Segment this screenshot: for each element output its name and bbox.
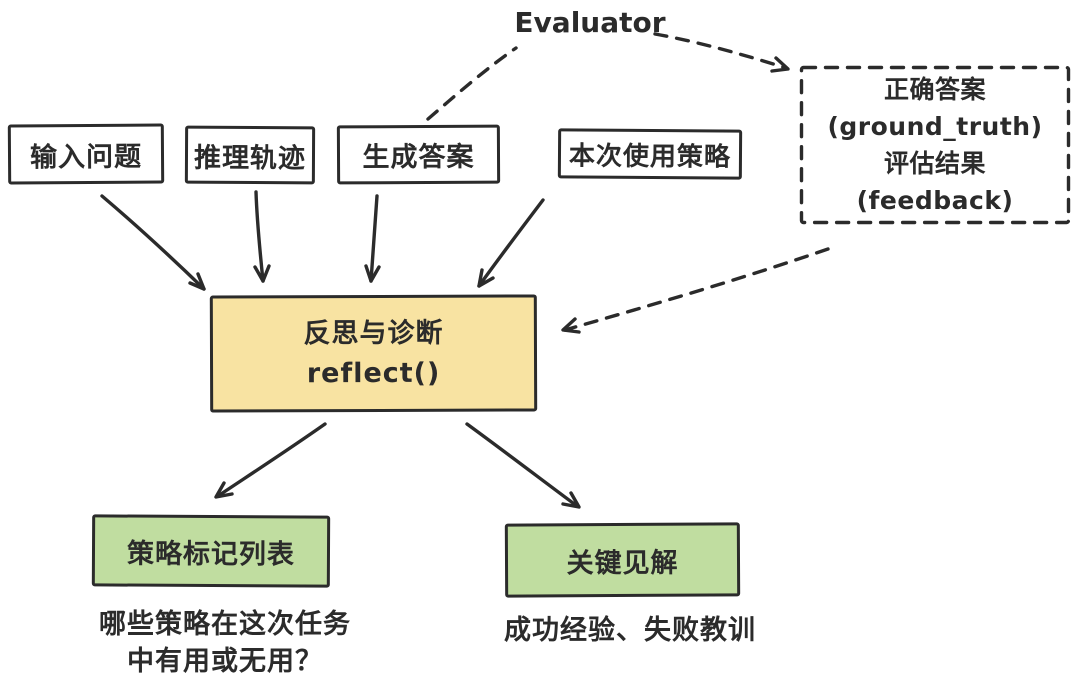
node-strategy-tag-list: 策略标记列表 [91,514,331,588]
arrowhead-output-box-to-reflect [561,317,581,334]
arrowhead-strategy-tags [214,481,234,499]
arrow-reflect-to-key-insights [465,422,579,508]
node-reflect: 反思与诊断 reflect() [209,294,538,413]
arrow-reasoning-trace-to-reflect [254,190,265,283]
node-reasoning-trace-label: 推理轨迹 [193,142,307,174]
arrowhead-generated-answer [364,264,381,283]
strategy-tag-list-caption-line1: 哪些策略在这次任务 [99,609,351,640]
reflect-title: 反思与诊断 [303,317,444,349]
arrowhead-input-question [188,272,206,291]
strategy-tag-list-caption-line2: 中有用或无用？ [127,646,323,677]
evaluator-output-line3: 评估结果 [883,149,986,178]
arrow-output-box-to-reflect [563,247,830,332]
arrow-reflect-to-strategy-tags [216,422,327,498]
evaluator-label: Evaluator [514,6,666,39]
key-insights-caption-line1: 成功经验、失败教训 [504,615,756,646]
node-input-question: 输入问题 [7,123,165,185]
strategy-tag-list-caption: 哪些策略在这次任务 中有用或无用？ [35,606,415,680]
node-evaluator-output: 正确答案 (ground_truth) 评估结果 (feedback) [800,66,1070,224]
node-generated-answer-label: 生成答案 [362,141,475,174]
arrowhead-evaluator-to-output-box [770,56,790,73]
node-strategy-used: 本次使用策略 [557,128,743,180]
node-key-insights: 关键见解 [504,522,741,598]
evaluator-output-line4: (feedback) [856,186,1014,215]
node-key-insights-label: 关键见解 [566,547,679,579]
node-input-question-label: 输入问题 [29,141,143,173]
key-insights-caption: 成功经验、失败教训 [480,612,780,649]
evaluator-output-line2: (ground_truth) [827,112,1043,141]
arrowhead-key-insights [561,491,581,509]
reflect-function-name: reflect() [306,357,441,389]
evaluator-output-line1: 正确答案 [883,75,986,104]
evaluator-output-box-border [799,65,1071,225]
node-generated-answer: 生成答案 [336,124,501,185]
arrowhead-reasoning-trace [253,264,271,283]
node-strategy-tag-list-label: 策略标记列表 [126,538,296,570]
node-strategy-used-label: 本次使用策略 [568,140,732,173]
arrow-input-question-to-reflect [100,194,206,291]
connector-generated-answer-to-evaluator [426,46,518,121]
arrow-strategy-used-to-reflect [477,198,545,288]
arrow-evaluator-to-output-box [653,32,788,70]
arrow-generated-answer-to-reflect [369,194,379,283]
arrowhead-strategy-used [477,268,495,288]
node-reasoning-trace: 推理轨迹 [184,125,316,185]
